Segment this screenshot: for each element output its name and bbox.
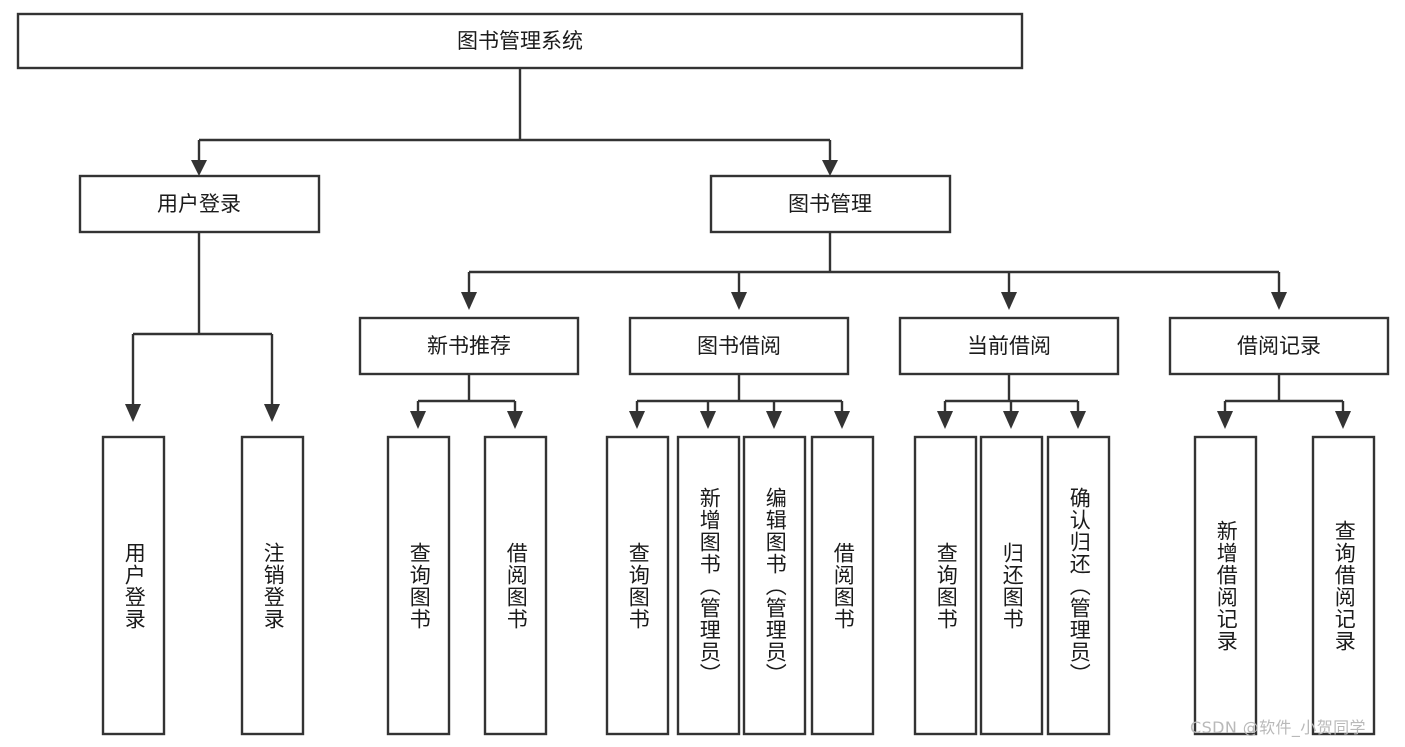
- leaf-box-borrow-3[interactable]: [742, 435, 807, 736]
- arrow-head-record-c2: [1335, 411, 1351, 429]
- node-book-manage[interactable]: 图书管理: [709, 174, 952, 234]
- node-current-borrow-box[interactable]: [898, 316, 1120, 376]
- leaf-box-record-2[interactable]: [1311, 435, 1376, 736]
- leaf-box-record-1[interactable]: [1193, 435, 1258, 736]
- arrow-head-borrow-c2: [700, 411, 716, 429]
- leaf-box-borrow-4[interactable]: [810, 435, 875, 736]
- node-book-borrow-label: 图书借阅: [697, 334, 781, 358]
- node-root-label: 图书管理系统: [457, 29, 583, 53]
- node-book-borrow-box[interactable]: [628, 316, 850, 376]
- arrow-head-current: [1001, 292, 1017, 310]
- node-root[interactable]: 图书管理系统: [16, 12, 1024, 70]
- node-user-login-box[interactable]: [78, 174, 321, 234]
- arrow-head-current-c3: [1070, 411, 1086, 429]
- leaf-box-newbook-1[interactable]: [386, 435, 451, 736]
- leaf-box-newbook-2[interactable]: [483, 435, 548, 736]
- node-book-manage-box[interactable]: [709, 174, 952, 234]
- arrow-head-newbook: [461, 292, 477, 310]
- csdn-watermark: CSDN @软件_小贺同学: [1190, 718, 1366, 737]
- node-borrow-record[interactable]: 借阅记录: [1168, 316, 1390, 376]
- arrow-head-borrow-c4: [834, 411, 850, 429]
- node-user-login[interactable]: 用户登录: [78, 174, 321, 234]
- node-book-manage-label: 图书管理: [788, 192, 872, 216]
- leaf-box-user-login-2[interactable]: [240, 435, 305, 736]
- leaf-box-borrow-1[interactable]: [605, 435, 670, 736]
- arrow-head-leaf-logout: [264, 404, 280, 422]
- leaf-box-current-3[interactable]: [1046, 435, 1111, 736]
- arrow-head-current-c1: [937, 411, 953, 429]
- connector-group: [125, 68, 1351, 429]
- leaf-box-current-2[interactable]: [979, 435, 1044, 736]
- arrow-head-borrow: [731, 292, 747, 310]
- arrow-head-book-manage: [822, 160, 838, 176]
- node-borrow-record-label: 借阅记录: [1237, 334, 1321, 358]
- arrow-head-current-c2: [1003, 411, 1019, 429]
- leaf-box-borrow-2[interactable]: [676, 435, 741, 736]
- node-root-box[interactable]: [16, 12, 1024, 70]
- node-new-book-recommend-label: 新书推荐: [427, 334, 511, 358]
- arrow-head-user-login: [191, 160, 207, 176]
- arrow-head-newbook-c1: [410, 411, 426, 429]
- arrow-head-newbook-c2: [507, 411, 523, 429]
- leaf-box-user-login-1[interactable]: [101, 435, 166, 736]
- leaf-box-current-1[interactable]: [913, 435, 978, 736]
- arrow-head-record-c1: [1217, 411, 1233, 429]
- arrow-head-record: [1271, 292, 1287, 310]
- node-borrow-record-box[interactable]: [1168, 316, 1390, 376]
- node-current-borrow-label: 当前借阅: [967, 334, 1051, 358]
- node-book-borrow[interactable]: 图书借阅: [628, 316, 850, 376]
- arrow-head-borrow-c3: [766, 411, 782, 429]
- node-user-login-label: 用户登录: [157, 192, 241, 216]
- arrow-head-leaf-user-login: [125, 404, 141, 422]
- node-new-book-recommend-box[interactable]: [358, 316, 580, 376]
- node-current-borrow[interactable]: 当前借阅: [898, 316, 1120, 376]
- arrow-head-borrow-c1: [629, 411, 645, 429]
- node-new-book-recommend[interactable]: 新书推荐: [358, 316, 580, 376]
